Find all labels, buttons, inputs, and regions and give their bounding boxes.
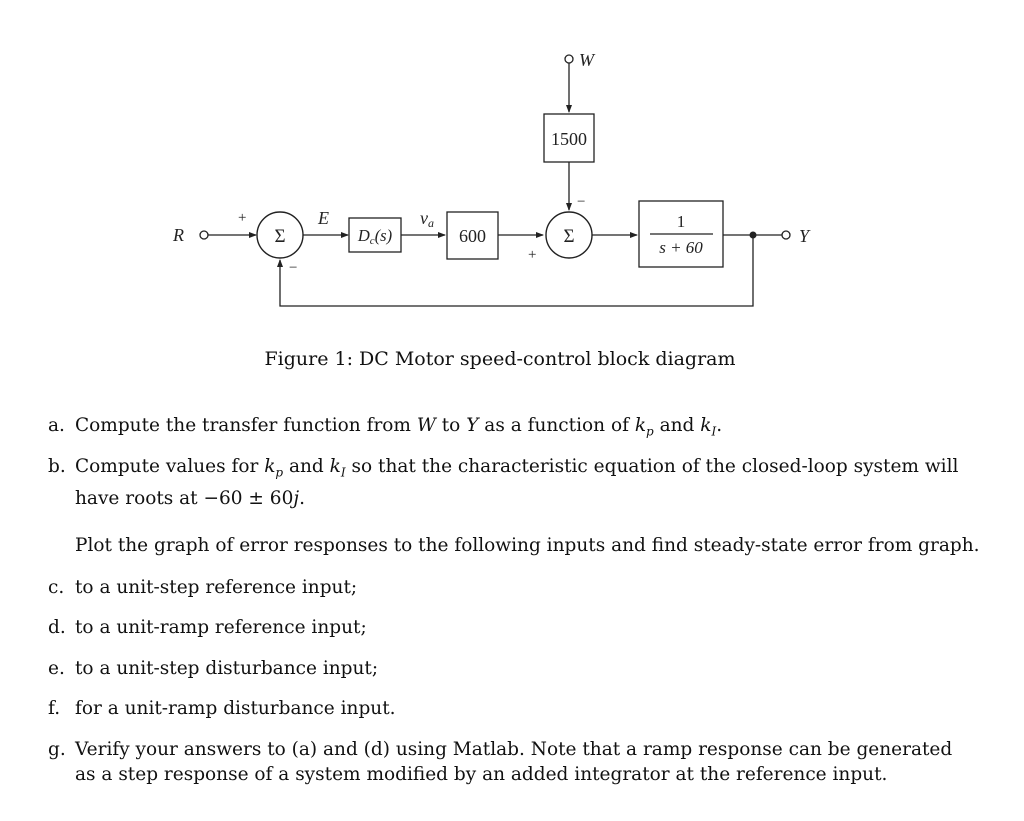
plant-numerator: 1	[677, 212, 686, 231]
question-label: a.	[48, 415, 65, 436]
question-text: to a unit-step reference input;	[75, 577, 358, 598]
question-label: b.	[48, 456, 66, 477]
question-text: Compute the transfer function from W to …	[75, 415, 723, 439]
question-g: g. Verify your answers to (a) and (d) us…	[48, 737, 978, 787]
question-text: Compute values for kp and kI so that the…	[75, 456, 959, 509]
sum2-plus-sign: +	[528, 247, 536, 263]
plant-denominator: s + 60	[659, 238, 703, 257]
gain-600-label: 600	[459, 226, 486, 246]
question-text: Verify your answers to (a) and (d) using…	[75, 739, 953, 785]
question-label: f.	[48, 698, 61, 719]
input-r-terminal	[199, 230, 209, 240]
output-y-label: Y	[799, 226, 811, 246]
question-d: d. to a unit-ramp reference input;	[48, 615, 978, 640]
sum1-sigma: Σ	[274, 226, 285, 247]
sum2-minus-sign: −	[577, 194, 585, 210]
disturbance-gain-label: 1500	[551, 129, 587, 149]
disturbance-w-terminal	[564, 54, 574, 64]
question-b: b. Compute values for kp and kI so that …	[48, 454, 978, 511]
question-label: d.	[48, 617, 66, 638]
feedback-path	[277, 235, 754, 307]
plot-instruction: Plot the graph of error responses to the…	[75, 535, 980, 556]
question-c: c. to a unit-step reference input;	[48, 575, 978, 600]
question-text: to a unit-ramp reference input;	[75, 617, 367, 638]
block-diagram: R + Σ − E Dc(s) va 600 + W 1500 − Σ 1 s …	[172, 50, 811, 307]
question-a: a. Compute the transfer function from W …	[48, 413, 978, 445]
sum1-minus-sign: −	[289, 260, 297, 276]
question-label: c.	[48, 577, 65, 598]
controller-block-label: Dc(s)	[357, 226, 392, 247]
figure-caption: Figure 1: DC Motor speed-control block d…	[264, 348, 736, 370]
question-label: g.	[48, 739, 66, 760]
question-f: f. for a unit-ramp disturbance input.	[48, 696, 978, 721]
signal-e-label: E	[317, 208, 329, 228]
question-label: e.	[48, 658, 65, 679]
input-r-label: R	[172, 225, 184, 245]
sum1-plus-sign: +	[238, 210, 246, 226]
disturbance-w-label: W	[579, 50, 596, 70]
output-y-terminal	[781, 230, 791, 240]
signal-va-label: va	[420, 208, 434, 230]
question-text: for a unit-ramp disturbance input.	[75, 698, 396, 719]
sum2-sigma: Σ	[563, 226, 574, 247]
disturbance-gain-block	[543, 113, 595, 163]
question-text: to a unit-step disturbance input;	[75, 658, 379, 679]
question-e: e. to a unit-step disturbance input;	[48, 656, 978, 681]
